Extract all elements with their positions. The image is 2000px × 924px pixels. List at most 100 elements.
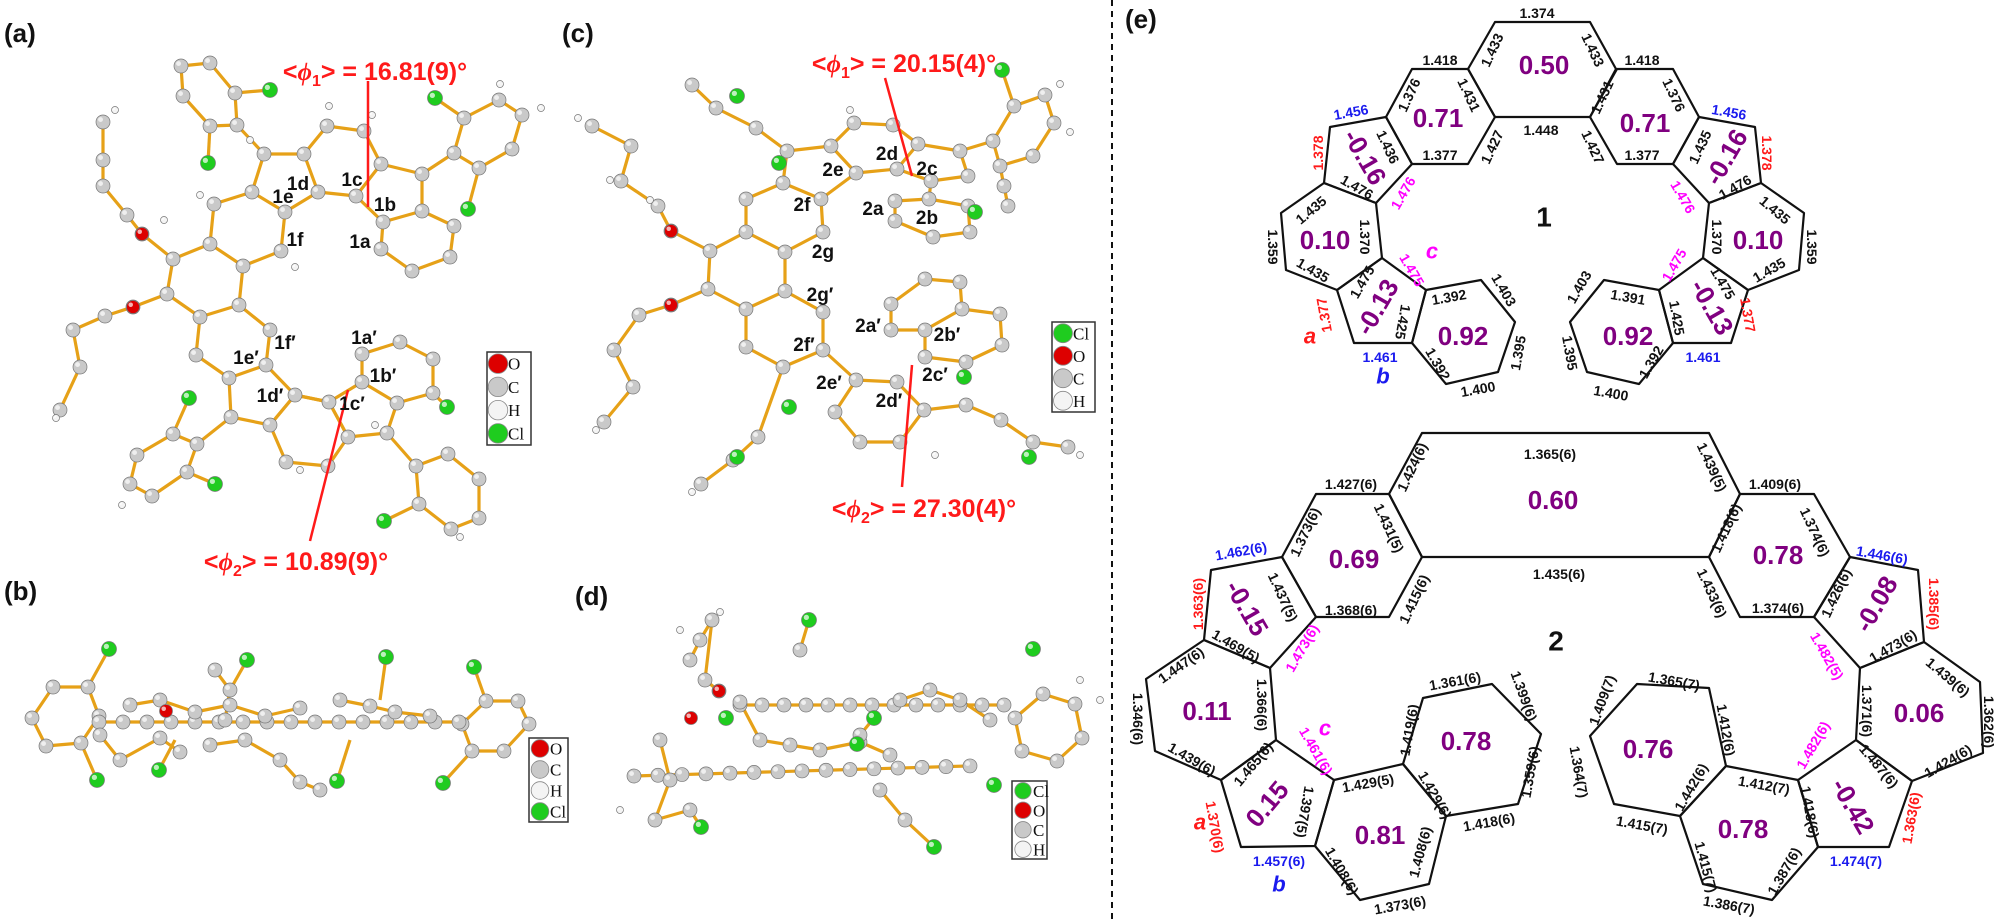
carbon-atom	[425, 385, 441, 401]
carbon-atom	[882, 747, 898, 763]
dihedral-reference-line	[883, 77, 914, 177]
carbon-atom	[626, 768, 642, 784]
legend-label: C	[1033, 821, 1044, 840]
bond-site-label: b	[1376, 364, 1389, 389]
atom-label: 2e′	[816, 373, 842, 394]
bond-length-label: 1.371(6)	[1859, 685, 1875, 737]
bond-length-label: 1.418(6)	[1798, 785, 1823, 839]
bond-length-label: 1.435	[1756, 193, 1793, 228]
carbon-atom	[283, 714, 299, 730]
carbon-atom	[958, 397, 974, 413]
atom-label: 2e	[822, 160, 843, 181]
carbon-atom	[354, 374, 370, 390]
carbon-atom	[446, 218, 462, 234]
chlorine-atom	[729, 449, 745, 465]
carbon-atom	[91, 714, 107, 730]
hydrogen-atom	[846, 106, 854, 114]
carbon-atom	[738, 224, 754, 240]
carbon-atom	[985, 133, 1001, 149]
atom-label: 1d′	[257, 386, 284, 407]
bond-length-label: 1.418	[1624, 52, 1659, 68]
bond-length-label: 1.457(6)	[1253, 853, 1305, 869]
carbon-atom	[846, 115, 862, 131]
carbon-atom	[775, 175, 791, 191]
carbon-atom	[1049, 753, 1065, 769]
bond-length-label: 1.429(6)	[1415, 768, 1455, 821]
carbon-atom	[613, 173, 629, 189]
bond-length-label: 1.378	[1759, 135, 1775, 170]
carbon-atom	[392, 334, 408, 350]
carbon-atom	[471, 510, 487, 526]
carbon-atom	[222, 697, 238, 713]
carbon-atom	[827, 404, 843, 420]
bond-chain	[922, 403, 1070, 449]
dihedral-angle-a-phi1: <ϕ1> = 16.81(9)°	[283, 58, 467, 90]
carbon-atom	[596, 414, 612, 430]
carbon-atom	[272, 752, 288, 768]
bond-chain	[30, 685, 101, 748]
bond-length-label: 1.427(6)	[1325, 476, 1377, 492]
carbon-atom	[631, 307, 647, 323]
bond-chain	[889, 277, 964, 332]
dihedral-angle-c-phi2: <ϕ2> = 27.30(4)°	[832, 495, 1016, 527]
carbon-atom	[910, 136, 926, 152]
bond-length-label: 1.427	[1477, 128, 1506, 167]
carbon-atom	[647, 812, 663, 828]
bond-length-label: 1.370(6)	[1203, 800, 1228, 854]
atom-label: 2d′	[876, 391, 903, 412]
hydrogen-atom	[537, 104, 545, 112]
carbon-atom	[697, 672, 713, 688]
nics-value: 0.10	[1733, 225, 1784, 255]
carbon-atom	[38, 738, 54, 754]
legend-swatch-cl	[487, 423, 509, 444]
bond-length-label: 1.363(6)	[1899, 791, 1924, 845]
carbon-atom	[354, 346, 370, 362]
carbon-atom	[262, 417, 278, 433]
carbon-atom	[682, 652, 698, 668]
carbon-atom	[708, 100, 724, 116]
chlorine-atom	[200, 155, 216, 171]
carbon-atom	[992, 306, 1008, 322]
bond-length-label: 1.399(6)	[1508, 669, 1541, 723]
chlorine-atom	[967, 204, 983, 220]
carbon-atom	[496, 743, 512, 759]
bond-length-label: 1.426(6)	[1818, 566, 1855, 620]
bond-length-label: 1.370	[1709, 219, 1725, 254]
chlorine-atom	[376, 513, 392, 529]
carbon-atom	[1025, 434, 1041, 450]
bond-length-label: 1.409(7)	[1586, 673, 1619, 727]
panel-label-c: (c)	[562, 18, 594, 48]
carbon-atom	[917, 349, 933, 365]
carbon-atom	[72, 359, 88, 375]
carbon-atom	[340, 429, 356, 445]
carbon-atom	[188, 347, 204, 363]
bond-chain	[602, 287, 710, 424]
carbon-atom	[994, 337, 1010, 353]
atom-label: 1e′	[233, 348, 259, 369]
bond-length-label: 1.437(5)	[1265, 570, 1302, 624]
chlorine-atom	[1025, 641, 1041, 657]
legend-swatch-cl	[1014, 782, 1032, 800]
carbon-atom	[152, 730, 168, 746]
bond-length-label: 1.439(5)	[1694, 440, 1731, 494]
carbon-atom	[842, 762, 858, 777]
atom-label: 2b′	[934, 325, 961, 346]
carbon-atom	[389, 395, 405, 411]
carbon-atom	[231, 297, 247, 313]
nics-value: -0.08	[1848, 571, 1904, 637]
carbon-atom	[319, 118, 335, 134]
carbon-atom	[95, 178, 111, 194]
hydrogen-atom	[592, 426, 600, 434]
bond-length-label: 1.403	[1563, 268, 1594, 307]
ring-2-6	[1401, 682, 1543, 818]
carbon-atom	[738, 301, 754, 317]
bond-length-label: 1.419(6)	[1397, 703, 1422, 757]
carbon-atom	[962, 758, 978, 774]
carbon-atom	[296, 146, 312, 162]
bond-length-label: 1.385(6)	[1926, 578, 1942, 630]
carbon-atom	[798, 697, 814, 713]
chlorine-atom	[729, 88, 745, 104]
carbon-atom	[1046, 115, 1062, 131]
compound-label-1: 1	[1536, 202, 1552, 233]
